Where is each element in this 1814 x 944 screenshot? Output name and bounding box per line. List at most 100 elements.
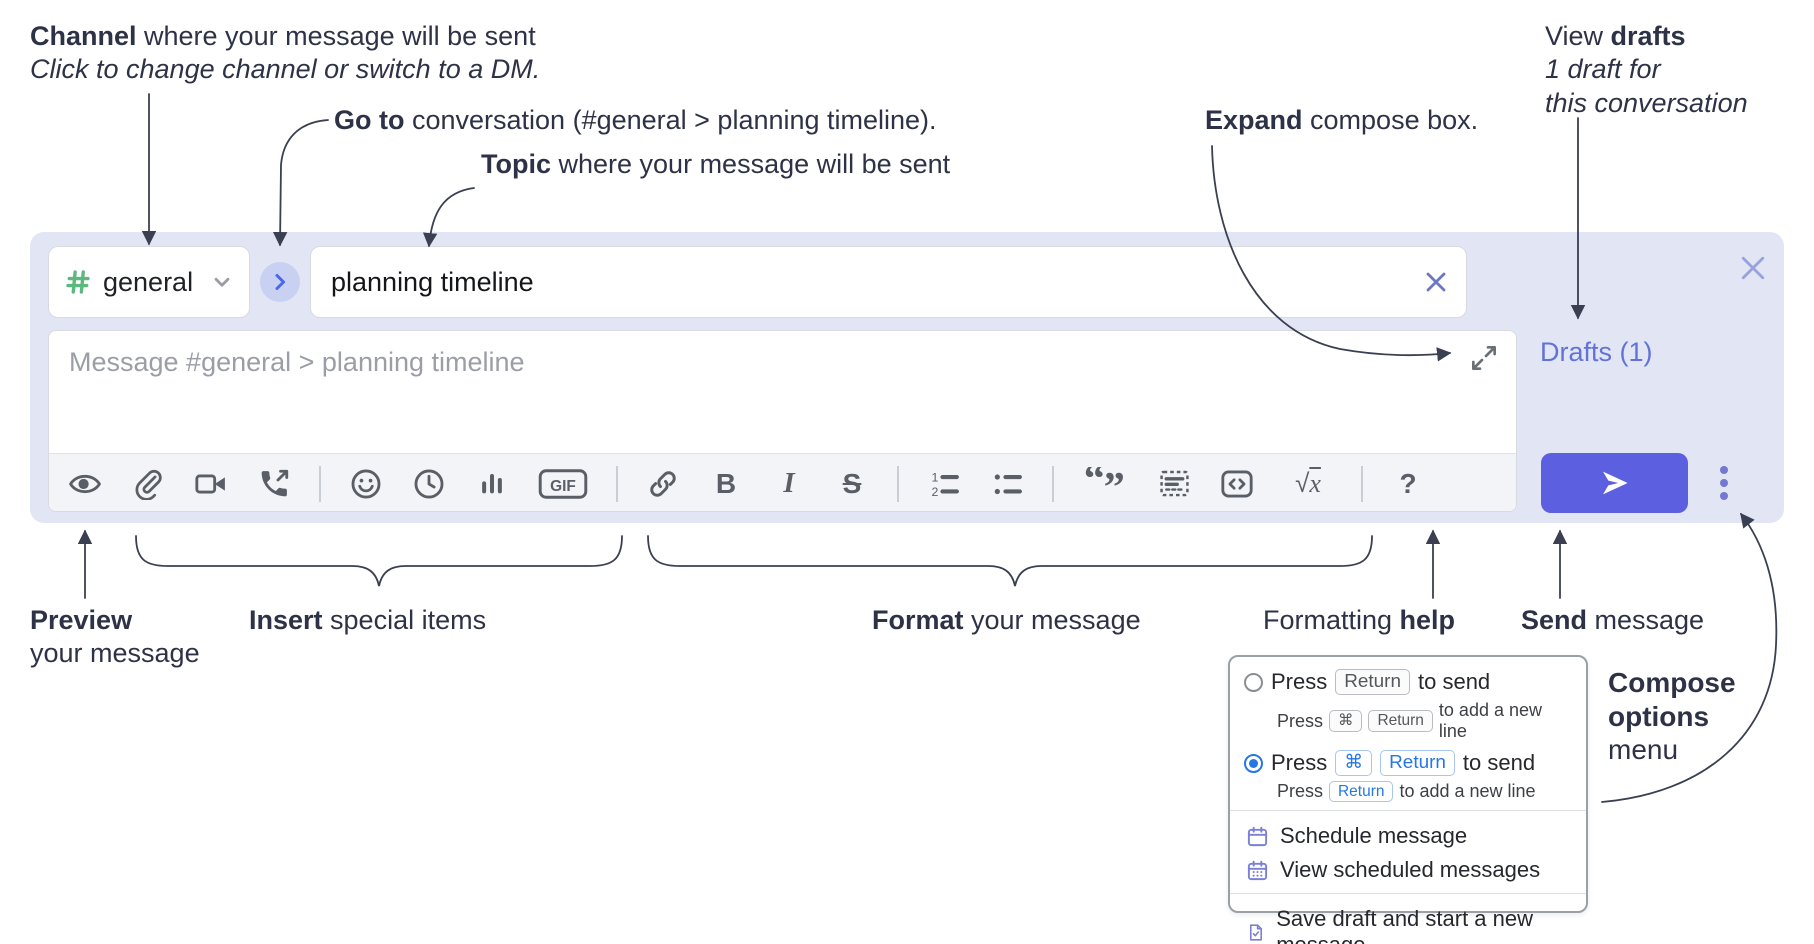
bar-chart-icon — [482, 473, 502, 493]
cmd-enter-sends-option[interactable]: Press ⌘ Return to send — [1244, 750, 1572, 776]
attach-file-button[interactable] — [130, 466, 166, 502]
channel-selector[interactable]: general — [48, 246, 250, 318]
menu-item-save-draft[interactable]: Save draft and start a new message — [1244, 902, 1572, 944]
code-icon — [1221, 470, 1253, 497]
phone-outgoing-icon — [261, 469, 289, 496]
channel-name: general — [103, 266, 194, 297]
send-annotation: Send message — [1521, 605, 1705, 635]
paperclip-icon — [135, 469, 162, 500]
formatting-help-button[interactable]: ? — [1390, 466, 1426, 502]
menu-item-view-scheduled[interactable]: View scheduled messages — [1244, 853, 1572, 887]
keycap: Return — [1335, 669, 1410, 695]
smiley-icon — [351, 469, 381, 498]
dot — [1720, 492, 1728, 500]
preview-annotation: Preview your message — [30, 605, 200, 669]
italic-glyph: I — [783, 467, 795, 499]
question-mark-glyph: ? — [1399, 467, 1417, 499]
keycap: ⌘ — [1335, 750, 1373, 776]
compose-options-popup: Press Return to send Press ⌘ Return to a… — [1228, 655, 1588, 944]
drafts-link[interactable]: Drafts (1) — [1540, 337, 1653, 367]
enter-sends-sub: Press ⌘ Return to add a new line — [1277, 700, 1542, 741]
video-camera-icon — [195, 474, 225, 493]
calendar-dots-icon — [1247, 860, 1268, 880]
send-button[interactable] — [1541, 453, 1688, 513]
close-compose-button[interactable] — [1733, 249, 1773, 289]
preview-message-button[interactable] — [67, 466, 103, 502]
add-global-time-button[interactable] — [411, 466, 447, 502]
topic-input[interactable] — [311, 247, 1466, 317]
compose-toolbar: GIF B I S — [49, 453, 1516, 511]
calendar-icon — [1247, 826, 1268, 846]
insert-link-button[interactable] — [645, 466, 681, 502]
numbered-list-button[interactable]: 1 2 — [926, 466, 962, 502]
close-icon — [1741, 256, 1765, 279]
eye-icon — [69, 474, 101, 493]
radio-unselected-icon[interactable] — [1244, 672, 1263, 692]
clear-topic-button[interactable] — [1416, 263, 1456, 303]
menu-divider — [1230, 893, 1586, 895]
topic-field-container — [310, 246, 1467, 318]
svg-text:2: 2 — [931, 485, 938, 499]
menu-divider — [1230, 810, 1586, 812]
keycap: ⌘ — [1329, 710, 1363, 732]
toolbar-divider — [1361, 465, 1363, 502]
emoji-button[interactable] — [348, 466, 384, 502]
numbered-list-icon: 1 2 — [931, 470, 959, 499]
keycap: Return — [1380, 750, 1455, 776]
italic-button[interactable]: I — [771, 466, 807, 502]
math-icon: √x — [1295, 468, 1321, 498]
bold-button[interactable]: B — [708, 466, 744, 502]
expand-diagonal-icon — [1472, 345, 1496, 370]
start-voice-call-button[interactable] — [256, 466, 292, 502]
format-annotation: Format your message — [872, 605, 1141, 635]
strikethrough-button[interactable]: S — [834, 466, 870, 502]
math-button[interactable]: √x — [1282, 466, 1334, 502]
topic-annotation: Topic where your message will be sent — [481, 149, 951, 179]
go-to-conversation-button[interactable] — [260, 262, 300, 302]
quote-button[interactable]: “ ” — [1081, 466, 1129, 502]
drafts-annotation: View drafts 1 draft for this conversatio… — [1545, 21, 1748, 118]
draft-check-icon — [1249, 924, 1262, 941]
svg-text:1: 1 — [931, 470, 938, 484]
dot — [1720, 466, 1728, 474]
insert-annotation: Insert special items — [249, 605, 487, 635]
toolbar-divider — [616, 465, 618, 502]
code-button[interactable] — [1219, 466, 1255, 502]
menu-item-schedule-message[interactable]: Schedule message — [1244, 819, 1572, 853]
compose-options-menu-button[interactable] — [1712, 457, 1736, 509]
expand-compose-button[interactable] — [1466, 341, 1502, 377]
toolbar-divider — [1052, 465, 1054, 502]
compose-options-annotation: Compose options menu — [1608, 667, 1736, 766]
start-video-call-button[interactable] — [193, 466, 229, 502]
insert-brace — [135, 535, 623, 587]
goto-annotation: Go to conversation (#general > planning … — [334, 105, 937, 135]
format-brace — [647, 535, 1373, 587]
spoiler-icon — [1159, 470, 1189, 497]
expand-annotation: Expand compose box. — [1205, 105, 1479, 135]
channel-hash-icon — [66, 270, 90, 294]
clock-icon — [414, 469, 444, 498]
link-icon — [650, 470, 676, 497]
close-icon — [1426, 272, 1446, 291]
toolbar-divider — [897, 465, 899, 502]
svg-text:“: “ — [1084, 467, 1105, 501]
cmd-enter-sends-sub: Press Return to add a new line — [1277, 781, 1536, 803]
send-icon — [1602, 471, 1628, 495]
chevron-right-icon — [275, 274, 285, 290]
quote-icon: “ ” — [1084, 467, 1125, 501]
bulleted-list-button[interactable] — [989, 466, 1025, 502]
dot — [1720, 479, 1728, 487]
enter-sends-option[interactable]: Press Return to send — [1244, 669, 1572, 695]
add-poll-button[interactable] — [474, 466, 510, 502]
spoiler-button[interactable] — [1156, 466, 1192, 502]
toolbar-divider — [319, 465, 321, 502]
svg-text:”: ” — [1104, 467, 1125, 501]
add-gif-button[interactable]: GIF — [537, 466, 589, 502]
radio-selected-icon[interactable] — [1244, 753, 1263, 773]
bulleted-list-icon — [994, 474, 1022, 495]
strikethrough-glyph: S — [842, 467, 862, 499]
message-input[interactable] — [49, 331, 1516, 451]
chevron-down-icon — [214, 277, 230, 287]
keycap: Return — [1329, 781, 1394, 803]
